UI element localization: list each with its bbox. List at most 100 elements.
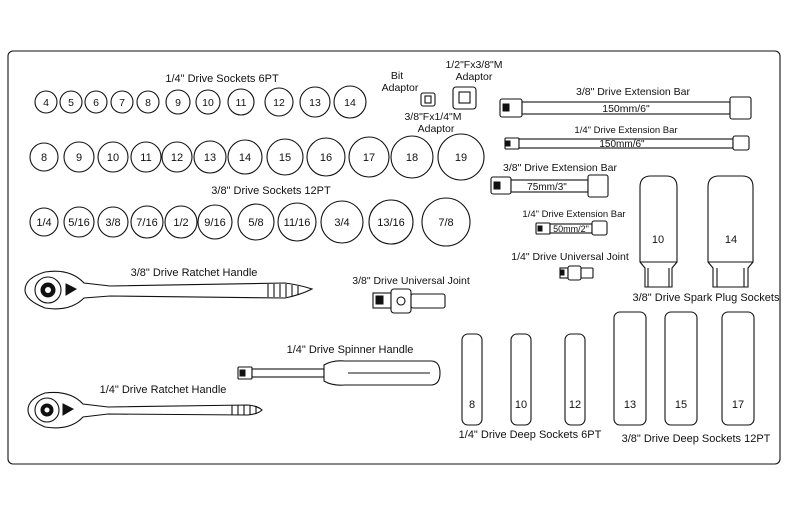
label-ratchet-14: 1/4" Drive Ratchet Handle [100, 384, 227, 396]
socket-12pt-metric-label: 18 [406, 152, 418, 164]
deep-socket-38-label: 15 [675, 399, 687, 411]
label-spark-plug: 3/8" Drive Spark Plug Sockets [633, 292, 780, 304]
label-ext38-75-size: 75mm/3" [527, 182, 567, 193]
label-ext14-50-size: 50mm/2" [553, 224, 589, 234]
label-spinner-14: 1/4" Drive Spinner Handle [287, 344, 414, 356]
ratchet-handle-38 [24, 270, 314, 310]
socket-6pt-label: 6 [93, 97, 99, 109]
socket-12pt-metric-circle [161, 141, 193, 173]
socket-12pt-sae-circle [29, 207, 59, 237]
socket-12pt-sae-label: 7/16 [136, 217, 157, 229]
socket-12pt-sae-label: 3/4 [334, 217, 349, 229]
socket-12pt-sae-label: 9/16 [204, 217, 225, 229]
socket-12pt-metric-label: 13 [204, 152, 216, 164]
label-ext38-150-title: 3/8" Drive Extension Bar [576, 86, 691, 98]
socket-12pt-metric-circle [348, 136, 390, 178]
label-adaptor-38-line1: 3/8"Fx1/4"M [404, 111, 461, 123]
socket-12pt-sae-circle [237, 203, 275, 241]
deep-socket-14-label: 10 [515, 399, 527, 411]
socket-6pt-circle [227, 88, 255, 116]
socket-12pt-sae-circle [421, 197, 471, 247]
deep-socket-14-label: 8 [469, 399, 475, 411]
socket-12pt-metric-label: 17 [363, 152, 375, 164]
extension-bar-14-150 [504, 135, 750, 151]
label-sockets-12pt: 3/8" Drive Sockets 12PT [211, 185, 331, 197]
socket-12pt-sae-circle [63, 206, 95, 238]
deep-socket-14-body [461, 333, 483, 426]
socket-6pt-label: 11 [236, 97, 247, 109]
socket-12pt-metric-circle [29, 142, 59, 172]
socket-12pt-metric-circle [306, 137, 346, 177]
socket-6pt-label: 8 [145, 97, 151, 109]
bit-adaptor-tool [420, 92, 436, 107]
deep-socket-38-label: 17 [732, 399, 744, 411]
label-ext14-150-size: 150mm/6" [599, 139, 645, 150]
socket-12pt-metric-circle [437, 133, 485, 181]
socket-6pt-label: 12 [273, 97, 285, 109]
spinner-handle-14 [237, 360, 441, 386]
socket-12pt-metric-label: 8 [41, 152, 47, 164]
socket-12pt-sae-label: 13/16 [377, 217, 405, 229]
socket-12pt-metric-label: 14 [239, 152, 251, 164]
socket-12pt-metric-circle [63, 141, 95, 173]
socket-6pt-circle [264, 87, 294, 117]
label-ratchet-38: 3/8" Drive Ratchet Handle [131, 267, 258, 279]
label-adaptor-half-line1: 1/2"Fx3/8"M [445, 59, 502, 71]
socket-12pt-metric-circle [130, 141, 162, 173]
label-u-joint-38: 3/8" Drive Universal Joint [352, 275, 470, 287]
socket-12pt-sae-circle [277, 202, 317, 242]
label-quarter-6pt: 1/4" Drive Sockets 6PT [165, 73, 279, 85]
spark-plug-socket-label-10: 10 [652, 234, 664, 246]
socket-12pt-metric-label: 15 [279, 152, 291, 164]
label-bit-adaptor-line1: Bit [391, 70, 403, 82]
socket-12pt-metric-label: 19 [455, 152, 467, 164]
socket-12pt-sae-label: 5/16 [68, 217, 89, 229]
label-ext14-50-title: 1/4" Drive Extension Bar [522, 209, 625, 220]
socket-12pt-metric-label: 12 [171, 152, 183, 164]
socket-6pt-label: 9 [175, 97, 181, 109]
socket-12pt-sae-circle [197, 204, 233, 240]
socket-12pt-sae-label: 3/8 [105, 217, 120, 229]
socket-12pt-sae-label: 1/4 [36, 217, 51, 229]
socket-12pt-sae-circle [97, 206, 129, 238]
socket-6pt-circle [136, 90, 160, 114]
socket-6pt-circle [59, 90, 83, 114]
socket-6pt-circle [299, 86, 331, 118]
socket-12pt-sae-circle [368, 199, 414, 245]
socket-6pt-circle [110, 90, 134, 114]
label-ext14-150-title: 1/4" Drive Extension Bar [574, 125, 677, 136]
socket-12pt-metric-circle [266, 138, 304, 176]
socket-6pt-label: 14 [344, 97, 356, 109]
socket-6pt-circle [34, 90, 58, 114]
extension-bar-38-75 [490, 174, 609, 198]
socket-6pt-circle [195, 89, 221, 115]
socket-6pt-circle [84, 90, 108, 114]
label-adaptor-half-line2: Adaptor [456, 71, 493, 83]
socket-6pt-label: 10 [202, 97, 214, 109]
label-ext38-150-size: 150mm/6" [602, 103, 650, 115]
socket-6pt-label: 5 [68, 97, 74, 109]
label-deep-38: 3/8" Drive Deep Sockets 12PT [622, 433, 771, 445]
socket-12pt-metric-circle [193, 140, 227, 174]
tray-border [7, 50, 781, 465]
deep-socket-38-body [721, 311, 755, 426]
spark-plug-socket-10 [639, 175, 678, 288]
socket-12pt-sae-label: 1/2 [173, 217, 188, 229]
socket-12pt-sae-circle [130, 205, 164, 239]
label-adaptor-38-line2: Adaptor [418, 123, 455, 135]
socket-12pt-sae-circle [164, 205, 198, 239]
deep-socket-14-label: 12 [569, 399, 581, 411]
socket-12pt-metric-label: 16 [320, 152, 332, 164]
socket-12pt-sae-label: 5/8 [248, 217, 263, 229]
universal-joint-14 [559, 265, 594, 281]
socket-12pt-metric-circle [390, 135, 434, 179]
socket-12pt-metric-label: 11 [140, 152, 151, 164]
socket-6pt-circle [333, 85, 367, 119]
spark-plug-socket-label-14: 14 [725, 234, 737, 246]
adaptor-half-tool [452, 86, 477, 110]
socket-6pt-circle [165, 89, 191, 115]
